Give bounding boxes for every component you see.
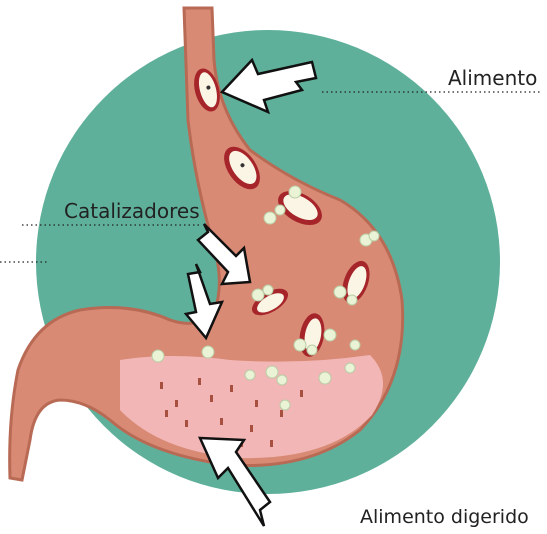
catalysts-label: Catalizadores	[64, 201, 200, 221]
food-label: Alimento	[448, 68, 537, 88]
digested-food-label: Alimento digerido	[360, 508, 529, 527]
